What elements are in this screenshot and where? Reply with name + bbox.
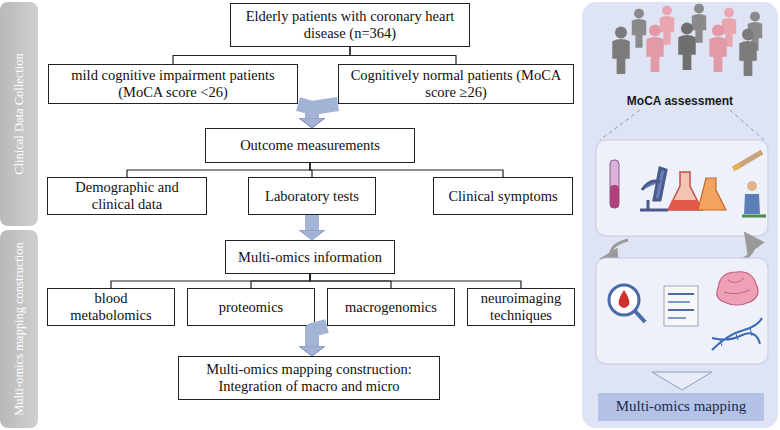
node-label: MoCA assessment	[582, 95, 778, 109]
section-band: Clinical Data Collection	[0, 2, 38, 226]
block-arrow	[312, 326, 327, 346]
node-label: Laboratory tests	[265, 188, 359, 205]
process-box: macrogenomics	[327, 288, 455, 326]
node-label: Multi-omics information	[238, 249, 382, 266]
node-label: proteomics	[219, 299, 283, 316]
process-box: Laboratory tests	[248, 177, 376, 215]
tree-connector	[310, 274, 391, 288]
block-arrow	[312, 104, 338, 118]
tree-connector	[127, 163, 310, 177]
process-box: Clinical symptoms	[433, 177, 573, 215]
block-arrow	[305, 326, 319, 346]
process-box: proteomics	[187, 288, 315, 326]
process-box: Outcome measurements	[205, 128, 415, 163]
block-arrow	[305, 215, 319, 230]
node-label: Multi-omics mapping construction: Integr…	[185, 361, 433, 394]
tree-connector	[310, 163, 503, 177]
node-label: Elderly patients with coronary heart dis…	[245, 8, 455, 41]
section-band: Multi-omics mapping construction	[0, 230, 38, 428]
node-label: neuroimaging techniques	[474, 290, 568, 323]
process-box: Multi-omics information	[225, 240, 395, 274]
node-label: Cognitively normal patients (MoCA score …	[345, 67, 567, 100]
tree-connector	[310, 163, 312, 177]
tree-connector	[350, 47, 456, 64]
process-box: Demographic and clinical data	[47, 177, 207, 215]
node-label: Clinical symptoms	[448, 188, 557, 205]
node-label: Clinical Data Collection	[12, 53, 26, 175]
process-box: mild cognitive impairment patients (MoCA…	[48, 64, 298, 104]
tree-connector	[310, 274, 521, 288]
block-arrow	[298, 104, 312, 118]
node-label: mild cognitive impairment patients (MoCA…	[55, 67, 291, 100]
process-box: blood metabolomics	[47, 288, 175, 326]
node-label: macrogenomics	[345, 299, 437, 316]
tree-connector	[111, 274, 310, 288]
tree-connector	[173, 47, 350, 64]
node-label: Multi-omics mapping construction	[12, 242, 26, 416]
process-box: Multi-omics mapping construction: Integr…	[178, 356, 440, 400]
node-label: Demographic and clinical data	[54, 179, 200, 212]
node-label: blood metabolomics	[54, 290, 168, 323]
node-label: Multi-omics mapping	[616, 398, 746, 415]
tree-connector	[251, 274, 310, 288]
process-box: neuroimaging techniques	[467, 288, 575, 326]
side-panel: MoCA assessmentMulti-omics mapping	[582, 2, 778, 428]
node-label: Outcome measurements	[240, 137, 380, 154]
process-box: Elderly patients with coronary heart dis…	[230, 3, 470, 47]
process-box: Cognitively normal patients (MoCA score …	[338, 64, 574, 104]
result-box: Multi-omics mapping	[598, 393, 764, 421]
